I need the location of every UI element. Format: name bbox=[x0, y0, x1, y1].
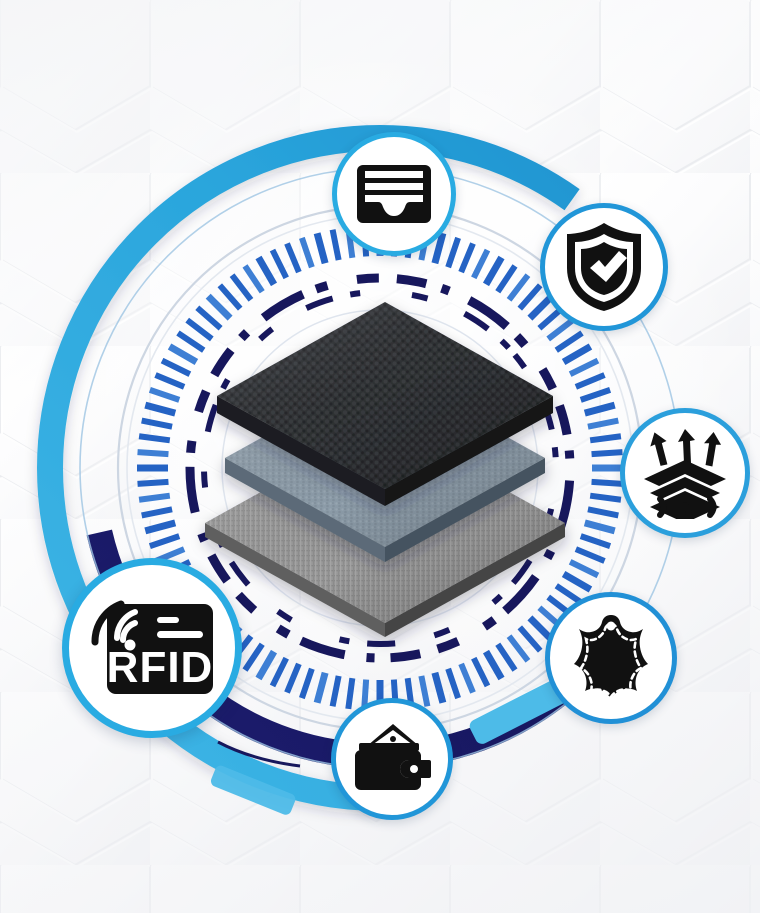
icon-bubble-rfid[interactable]: RFID bbox=[62, 558, 242, 738]
icon-bubble-genuine-leather[interactable] bbox=[545, 592, 677, 724]
rfid-label: RFID bbox=[107, 643, 214, 692]
icon-bubble-shield-check[interactable] bbox=[540, 203, 668, 331]
layer-top-leather bbox=[217, 302, 553, 506]
accent-bar-bottom-left bbox=[210, 765, 296, 815]
icon-bubble-wallet[interactable] bbox=[331, 698, 453, 820]
icon-bubble-card-holder[interactable] bbox=[332, 132, 456, 256]
navy-connector-line bbox=[217, 740, 301, 768]
accent-bar-bottom-right bbox=[469, 675, 575, 744]
rfid-icon: RFID bbox=[91, 600, 214, 694]
exploded-layer-stack bbox=[185, 280, 585, 670]
breathable-layers-icon bbox=[644, 429, 726, 519]
card-holder-icon bbox=[357, 165, 431, 223]
wallet-icon bbox=[355, 724, 431, 790]
icon-bubble-breathable-layers[interactable] bbox=[620, 408, 750, 538]
shield-check-icon bbox=[567, 223, 641, 311]
genuine-leather-icon bbox=[574, 615, 648, 700]
